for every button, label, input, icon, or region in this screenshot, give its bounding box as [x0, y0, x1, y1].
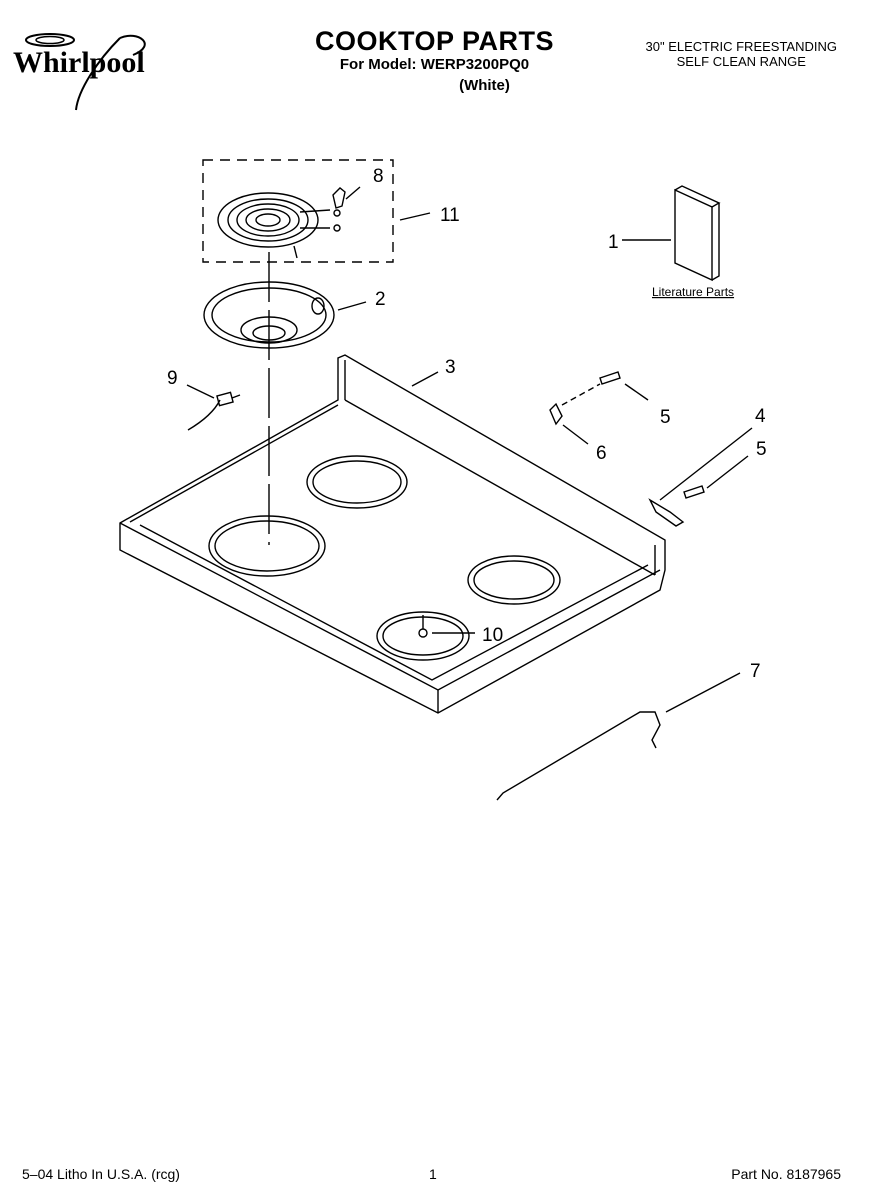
callout-5a: 5	[660, 407, 671, 428]
leader-5a	[624, 383, 649, 401]
callout-9: 9	[167, 368, 178, 389]
part-number: Part No. 8187965	[731, 1166, 841, 1182]
screw-part-lower	[683, 485, 705, 499]
element-group-box	[202, 159, 394, 263]
support-rod	[496, 711, 661, 801]
callout-7: 7	[750, 661, 761, 682]
callout-8: 8	[373, 166, 384, 187]
leader-8	[345, 186, 361, 200]
page-title: COOKTOP PARTS	[314, 26, 555, 56]
leader-11	[399, 212, 431, 221]
callout-6: 6	[596, 443, 607, 464]
callout-11: 11	[440, 205, 460, 226]
leader-6	[562, 424, 589, 445]
whirlpool-logo: Whirlpool	[8, 20, 178, 115]
literature-booklet	[674, 185, 721, 282]
color-line: (White)	[459, 77, 510, 94]
page-number: 1	[429, 1166, 437, 1182]
callout-1: 1	[608, 232, 619, 253]
callout-4: 4	[755, 406, 766, 427]
leader-3	[411, 371, 439, 387]
product-description: 30" ELECTRIC FREESTANDING SELF CLEAN RAN…	[646, 39, 837, 69]
model-line: For Model: WERP3200PQ0	[339, 56, 530, 73]
leader-5b	[706, 455, 749, 489]
callout-2: 2	[375, 289, 386, 310]
callout-10: 10	[482, 625, 503, 646]
clip-part	[549, 383, 601, 426]
callout-3: 3	[445, 357, 456, 378]
cooktop-panel	[119, 354, 666, 714]
screw-part-top	[599, 371, 621, 385]
callout-5b: 5	[756, 439, 767, 460]
leader-7	[665, 672, 741, 713]
leader-2	[337, 301, 367, 311]
bracket-part	[648, 498, 685, 527]
footer-litho: 5–04 Litho In U.S.A. (rcg)	[22, 1166, 180, 1182]
leader-4	[659, 427, 753, 501]
svg-text:Whirlpool: Whirlpool	[13, 46, 145, 79]
receptacle-part	[332, 187, 346, 209]
surface-element-coil	[217, 192, 341, 259]
description-line-1: 30" ELECTRIC FREESTANDING	[645, 39, 837, 54]
literature-parts-label: Literature Parts	[652, 285, 734, 299]
leader-9	[186, 384, 215, 399]
screw-part	[418, 615, 428, 638]
description-line-2: SELF CLEAN RANGE	[676, 54, 806, 69]
terminal-block-wire	[187, 391, 241, 431]
